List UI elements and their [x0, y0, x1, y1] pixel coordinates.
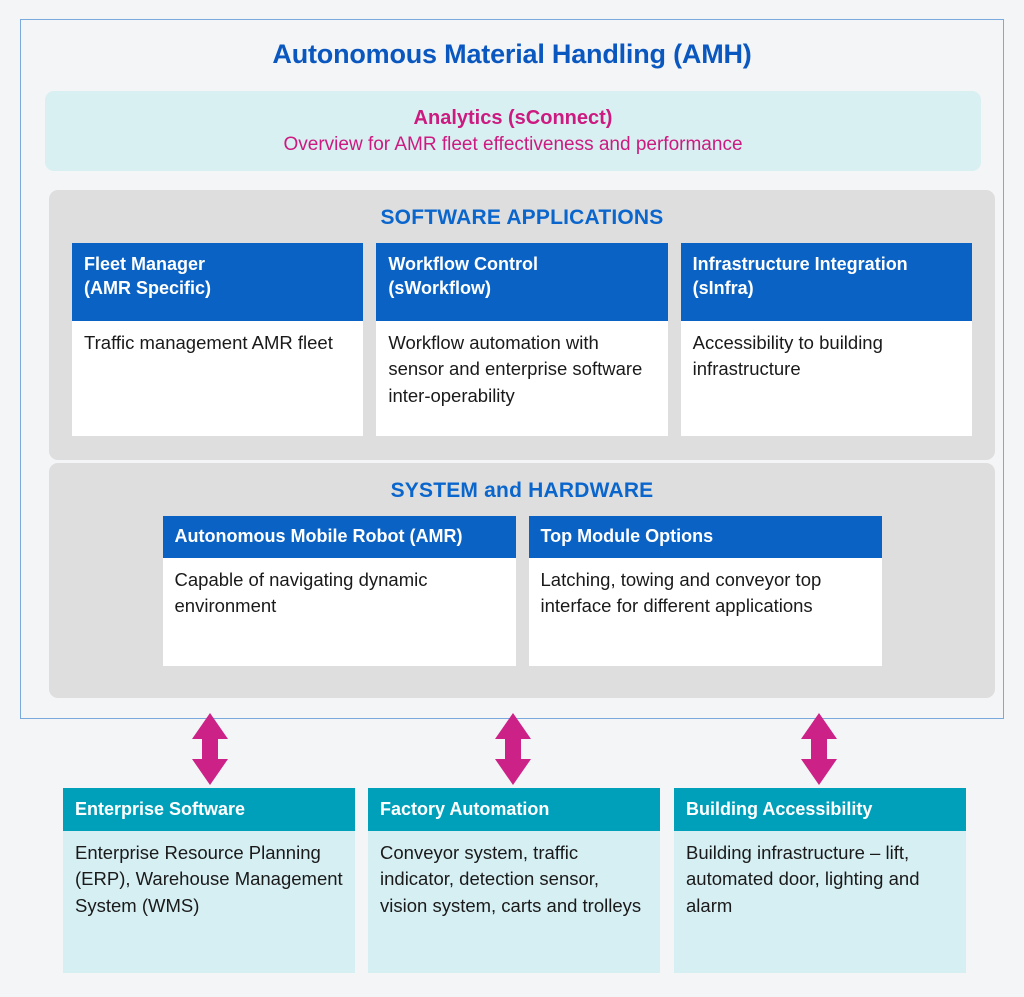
card-header-line1: Fleet Manager	[84, 254, 206, 274]
double-arrow-icon	[192, 713, 228, 785]
card-infrastructure-integration-header: Infrastructure Integration (sInfra)	[680, 243, 972, 321]
card-factory-automation[interactable]: Factory Automation Conveyor system, traf…	[368, 788, 660, 973]
card-top-module-options-header: Top Module Options	[528, 516, 882, 558]
software-card-row: Fleet Manager (AMR Specific) Traffic man…	[49, 230, 995, 436]
hardware-card-row: Autonomous Mobile Robot (AMR) Capable of…	[49, 503, 995, 666]
card-fleet-manager[interactable]: Fleet Manager (AMR Specific) Traffic man…	[72, 243, 364, 436]
card-header-line2: (AMR Specific)	[84, 277, 212, 298]
card-factory-automation-body: Conveyor system, traffic indicator, dete…	[368, 831, 660, 973]
system-hardware-title: SYSTEM and HARDWARE	[390, 479, 654, 502]
card-autonomous-mobile-robot-body: Capable of navigating dynamic environmen…	[162, 558, 516, 666]
card-header-line2: (sWorkflow)	[388, 277, 491, 298]
card-infrastructure-integration-body: Accessibility to building infrastructure	[680, 321, 972, 436]
card-enterprise-software-header: Enterprise Software	[63, 788, 355, 831]
analytics-panel[interactable]: Analytics (sConnect) Overview for AMR fl…	[45, 91, 981, 171]
card-autonomous-mobile-robot[interactable]: Autonomous Mobile Robot (AMR) Capable of…	[162, 516, 516, 666]
card-header-line2: (sInfra)	[692, 277, 754, 298]
card-workflow-control[interactable]: Workflow Control (sWorkflow) Workflow au…	[376, 243, 668, 436]
double-arrow-icon	[495, 713, 531, 785]
card-building-accessibility-header: Building Accessibility	[674, 788, 966, 831]
card-workflow-control-body: Workflow automation with sensor and ente…	[376, 321, 668, 436]
system-hardware-section: SYSTEM and HARDWARE Autonomous Mobile Ro…	[49, 463, 995, 698]
card-header-line1: Workflow Control	[388, 254, 538, 274]
amh-frame: Autonomous Material Handling (AMH) Analy…	[20, 19, 1004, 719]
card-factory-automation-header: Factory Automation	[368, 788, 660, 831]
card-workflow-control-header: Workflow Control (sWorkflow)	[376, 243, 668, 321]
software-applications-title: SOFTWARE APPLICATIONS	[380, 206, 664, 229]
card-top-module-options-body: Latching, towing and conveyor top interf…	[528, 558, 882, 666]
card-building-accessibility-body: Building infrastructure – lift, automate…	[674, 831, 966, 973]
card-enterprise-software[interactable]: Enterprise Software Enterprise Resource …	[63, 788, 355, 973]
card-fleet-manager-body: Traffic management AMR fleet	[72, 321, 364, 436]
card-top-module-options[interactable]: Top Module Options Latching, towing and …	[528, 516, 882, 666]
double-arrow-icon	[801, 713, 837, 785]
card-building-accessibility[interactable]: Building Accessibility Building infrastr…	[674, 788, 966, 973]
software-applications-section: SOFTWARE APPLICATIONS Fleet Manager (AMR…	[49, 190, 995, 460]
analytics-subtitle: Overview for AMR fleet effectiveness and…	[283, 133, 743, 155]
card-header-line1: Infrastructure Integration	[692, 254, 908, 274]
card-enterprise-software-body: Enterprise Resource Planning (ERP), Ware…	[63, 831, 355, 973]
card-fleet-manager-header: Fleet Manager (AMR Specific)	[72, 243, 364, 321]
card-autonomous-mobile-robot-header: Autonomous Mobile Robot (AMR)	[162, 516, 516, 558]
card-infrastructure-integration[interactable]: Infrastructure Integration (sInfra) Acce…	[680, 243, 972, 436]
page-title: Autonomous Material Handling (AMH)	[272, 39, 752, 69]
analytics-title: Analytics (sConnect)	[413, 106, 613, 129]
